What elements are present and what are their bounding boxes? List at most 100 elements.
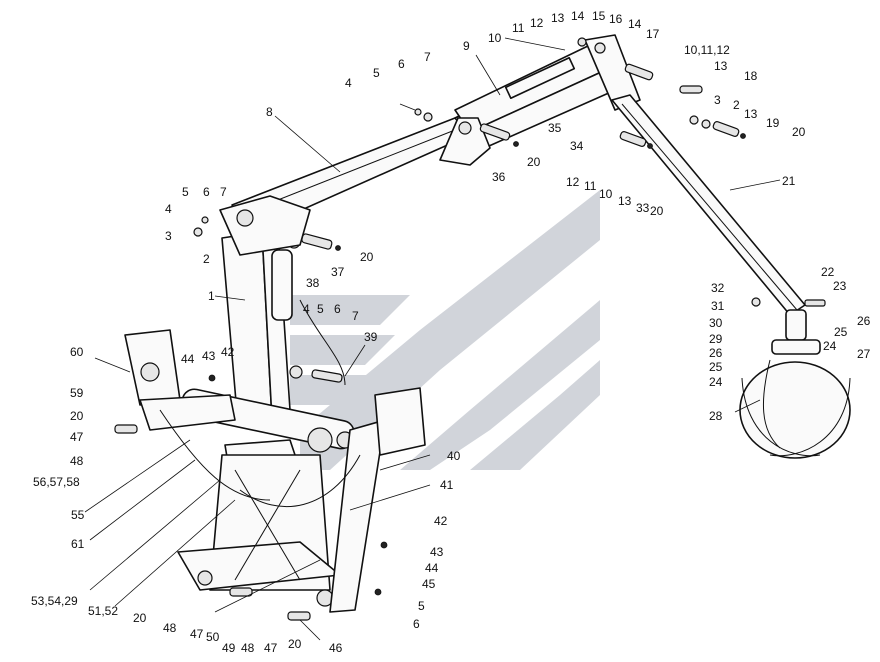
callout-59: 59 [70,386,84,400]
callout-20: 20 [527,155,541,169]
callout-13: 13 [714,59,728,73]
callout-25: 25 [709,360,723,374]
callout-60: 60 [70,345,84,359]
callout-27: 27 [857,347,871,361]
callout-50: 50 [206,630,220,644]
callout-43: 43 [430,545,444,559]
callout-3: 3 [165,229,172,243]
callout-16: 16 [609,12,623,26]
callout-4: 4 [165,202,172,216]
callout-30: 30 [709,316,723,330]
callout-7: 7 [220,185,227,199]
callout-56-57-58: 56,57,58 [33,475,80,489]
callout-labels: 1 2 2 3 3 4 4 4 5 5 5 5 6 6 6 6 7 7 7 8 … [31,9,871,655]
callout-14: 14 [571,9,585,23]
callout-10-11-12: 10,11,12 [684,43,730,57]
callout-39: 39 [364,330,378,344]
boom-bracket [439,117,491,166]
stabilizer-leg [329,387,426,613]
callout-18: 18 [744,69,758,83]
callout-10: 10 [488,31,502,45]
callout-28: 28 [709,409,723,423]
callout-42: 42 [221,345,235,359]
callout-48: 48 [241,641,255,655]
callout-6: 6 [398,57,405,71]
callout-55: 55 [71,508,85,522]
hydraulic-hoses [159,299,361,508]
callout-48: 48 [163,621,177,635]
callout-53-54-29: 53,54,29 [31,594,78,608]
callout-47: 47 [190,627,204,641]
stick-boom [454,34,641,151]
callout-2: 2 [203,252,210,266]
callout-26: 26 [709,346,723,360]
callout-7: 7 [352,309,359,323]
callout-13: 13 [744,107,758,121]
callout-47: 47 [70,430,84,444]
callout-14: 14 [628,17,642,31]
base-frame [177,454,341,607]
callout-2: 2 [733,98,740,112]
callout-61: 61 [71,537,85,551]
callout-20: 20 [70,409,84,423]
callout-9: 9 [463,39,470,53]
fasteners [114,37,826,621]
callout-20: 20 [288,637,302,651]
callout-32: 32 [711,281,725,295]
callout-48: 48 [70,454,84,468]
callout-12: 12 [566,175,580,189]
callout-23: 23 [833,279,847,293]
callout-19: 19 [766,116,780,130]
column-top-joint [219,195,311,256]
side-bracket [124,329,236,431]
callout-25: 25 [834,325,848,339]
callout-24: 24 [709,375,723,389]
callout-5: 5 [373,66,380,80]
rotator-grapple [739,309,851,459]
callout-3: 3 [714,93,721,107]
callout-44: 44 [425,561,439,575]
leader-lines [84,37,781,641]
callout-43: 43 [202,349,216,363]
callout-12: 12 [530,16,544,30]
callout-20: 20 [133,611,147,625]
callout-21: 21 [782,174,796,188]
callout-38: 38 [306,276,320,290]
callout-6: 6 [334,302,341,316]
callout-1: 1 [208,289,215,303]
callout-22: 22 [821,265,835,279]
callout-40: 40 [447,449,461,463]
callout-31: 31 [711,299,725,313]
callout-49: 49 [222,641,236,655]
callout-13: 13 [618,194,632,208]
callout-35: 35 [548,121,562,135]
callout-34: 34 [570,139,584,153]
callout-5: 5 [418,599,425,613]
callout-44: 44 [181,352,195,366]
callout-5: 5 [317,302,324,316]
callout-29: 29 [709,332,723,346]
callout-51-52: 51,52 [88,604,118,618]
callout-6: 6 [413,617,420,631]
callout-8: 8 [266,105,273,119]
callout-37: 37 [331,265,345,279]
callout-6: 6 [203,185,210,199]
callout-47: 47 [264,641,278,655]
callout-20: 20 [360,250,374,264]
callout-5: 5 [182,185,189,199]
callout-20: 20 [792,125,806,139]
callout-46: 46 [329,641,343,655]
callout-11: 11 [512,21,525,35]
callout-45: 45 [422,577,436,591]
callout-4: 4 [345,76,352,90]
callout-4: 4 [303,302,310,316]
crane-column [221,229,301,426]
callout-13: 13 [551,11,565,25]
callout-10: 10 [599,187,613,201]
callout-33: 33 [636,201,650,215]
callout-17: 17 [646,27,660,41]
callout-11: 11 [584,179,597,193]
callout-15: 15 [592,9,606,23]
